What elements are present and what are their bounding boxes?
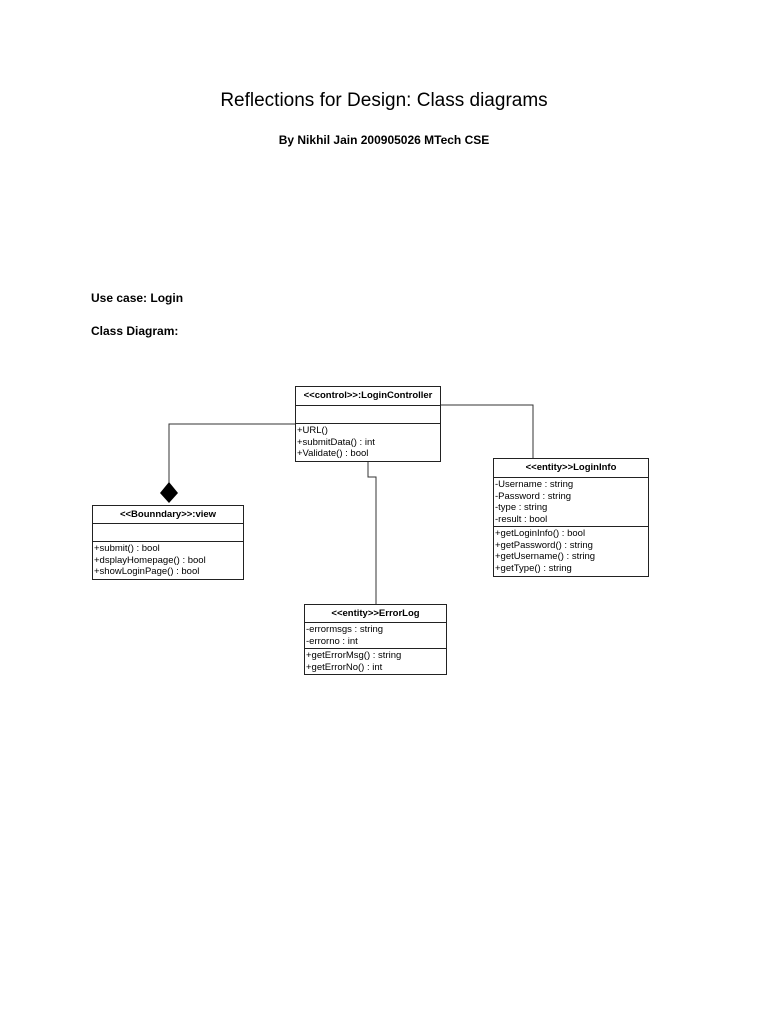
controller-to-view-line	[168, 423, 296, 494]
attribute-row: -Username : string	[495, 479, 574, 490]
attributes-section: -errormsgs : string -errorno : int	[305, 623, 446, 649]
methods-section: +getLoginInfo() : bool +getPassword() : …	[494, 527, 648, 576]
method-row: +dsplayHomepage() : bool	[94, 554, 206, 566]
method-row: +submitData() : int	[297, 436, 375, 448]
class-header: <<control>>:LoginController	[296, 387, 440, 406]
controller-to-logininfo-line	[440, 404, 534, 458]
attributes-section: -Username : string -Password : string -t…	[494, 478, 648, 527]
controller-to-errorlog-line	[367, 461, 377, 605]
class-error-log: <<entity>>ErrorLog -errormsgs : string -…	[304, 604, 447, 675]
class-login-info: <<entity>>LoginInfo -Username : string -…	[493, 458, 649, 577]
use-case-label: Use case: Login	[91, 291, 184, 305]
method-row: +URL()	[297, 425, 328, 436]
class-view: <<Bounndary>>:view +submit() : bool +dsp…	[92, 505, 244, 580]
attributes-section	[93, 524, 243, 542]
attribute-row: -errorno : int	[306, 635, 358, 647]
method-row: +getErrorMsg() : string	[306, 650, 402, 661]
attribute-row: -result : bool	[495, 513, 548, 525]
method-row: +getErrorNo() : int	[306, 661, 383, 673]
method-row: +getPassword() : string	[495, 539, 593, 551]
method-row: +Validate() : bool	[297, 448, 369, 459]
class-header: <<entity>>ErrorLog	[305, 605, 446, 623]
attribute-row: -Password : string	[495, 490, 572, 502]
method-row: +submit() : bool	[94, 543, 160, 554]
methods-section: +URL() +submitData() : int +Validate() :…	[296, 424, 440, 461]
class-header: <<entity>>LoginInfo	[494, 459, 648, 478]
methods-section: +getErrorMsg() : string +getErrorNo() : …	[305, 649, 446, 674]
attributes-section	[296, 406, 440, 424]
class-login-controller: <<control>>:LoginController +URL() +subm…	[295, 386, 441, 462]
method-row: +getType() : string	[495, 562, 572, 574]
methods-section: +submit() : bool +dsplayHomepage() : boo…	[93, 542, 243, 579]
method-row: +showLoginPage() : bool	[94, 566, 200, 577]
attribute-row: -type : string	[495, 502, 548, 513]
attribute-row: -errormsgs : string	[306, 624, 384, 635]
method-row: +getUsername() : string	[495, 551, 596, 562]
author-line: By Nikhil Jain 200905026 MTech CSE	[278, 133, 490, 147]
navigability-arrow-icon	[160, 482, 178, 503]
method-row: +getLoginInfo() : bool	[495, 528, 586, 539]
document-title: Reflections for Design: Class diagrams	[220, 90, 548, 111]
class-diagram-label: Class Diagram:	[91, 324, 179, 338]
class-header: <<Bounndary>>:view	[93, 506, 243, 524]
